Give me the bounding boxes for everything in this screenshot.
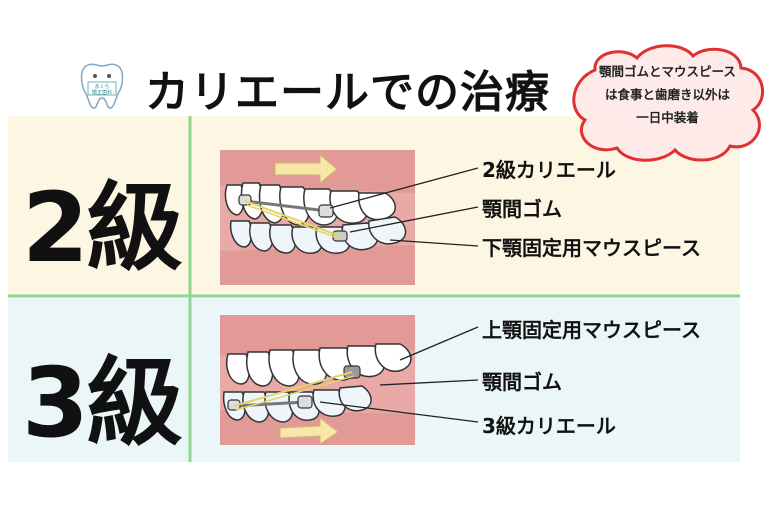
svg-text:まくら: まくら: [94, 84, 109, 90]
note-cloud: [572, 44, 764, 162]
note-line-1: 顎間ゴムとマウスピース: [599, 64, 736, 79]
clinic-logo-tooth-icon: まくら 矯正歯科: [80, 63, 124, 109]
leader-line-grade2-carriere: [329, 167, 479, 209]
label-grade3-mouthpiece: 上顎固定用マウスピース: [482, 318, 701, 342]
page-title: カリエールでの治療: [145, 67, 550, 118]
note-text: 顎間ゴムとマウスピース は食事と歯磨き以外は 一日中装着: [580, 60, 755, 129]
label-grade3-elastic: 顎間ゴム: [482, 370, 562, 394]
label-grade2-mouthpiece: 下顎固定用マウスピース: [482, 236, 701, 260]
grade3-label: 3級: [22, 347, 183, 459]
grade2-teeth-illustration: [220, 150, 415, 285]
note-line-3: 一日中装着: [636, 110, 699, 125]
leader-line-grade2-elastic: [349, 206, 479, 233]
leader-line-grade2-mouthpiece: [389, 239, 479, 247]
svg-text:矯正歯科: 矯正歯科: [92, 89, 112, 96]
note-line-2: は食事と歯磨き以外は: [604, 87, 730, 102]
grade3-teeth-illustration: [220, 315, 415, 445]
leader-line-grade3-mouthpiece: [399, 326, 479, 361]
leader-line-grade3-elastic: [379, 379, 479, 386]
label-grade2-elastic: 顎間ゴム: [482, 197, 562, 221]
label-grade2-carriere: 2級カリエール: [482, 158, 616, 182]
grade2-label: 2級: [22, 172, 183, 284]
leader-line-grade3-carriere: [319, 401, 479, 423]
label-grade3-carriere: 3級カリエール: [482, 414, 616, 438]
